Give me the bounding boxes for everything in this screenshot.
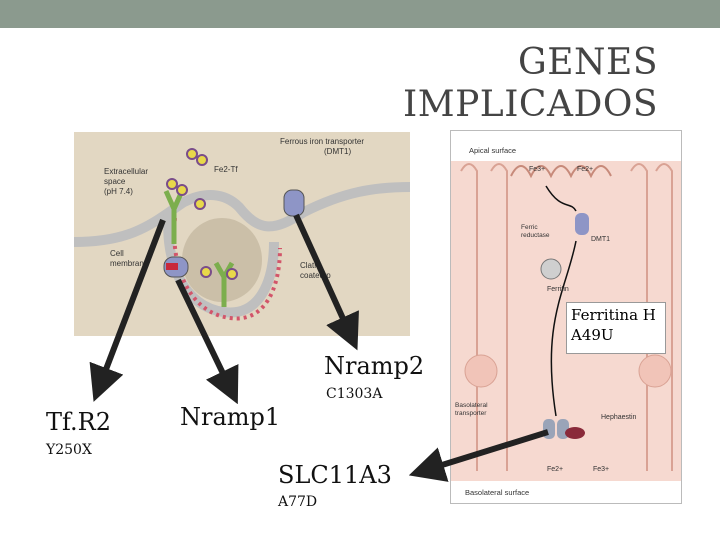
tfr2-label: Tf.R2 (46, 408, 112, 436)
ferritina-line-1: Ferritina H (571, 306, 656, 324)
ferritina-label-box: Ferritina H A49U (566, 302, 666, 354)
arrow-to-nramp2 (293, 213, 359, 351)
clathrin-label-1: Clathr (300, 261, 322, 270)
fe3b-label: Fe3+ (593, 466, 609, 473)
apical-label: Apical surface (469, 146, 516, 155)
basolateral-surface-label: Basolateral surface (465, 488, 529, 497)
extracellular-label-3: (pH 7.4) (104, 187, 133, 196)
nramp2-label: Nramp2 (324, 352, 425, 380)
extracellular-label-2: space (104, 177, 126, 186)
ferric-reductase-label-1: Ferric (521, 224, 538, 231)
title-line-1: GENES (518, 42, 658, 83)
cell-membrane-label-1: Cell (110, 249, 124, 258)
slide-title: GENES IMPLICADOS (398, 42, 658, 126)
slc11a3-mutation: A77D (278, 494, 318, 510)
nramp2-mutation: C1303A (326, 386, 383, 402)
arrow-to-nramp1 (175, 278, 239, 405)
extracellular-label-1: Extracellular (104, 167, 148, 176)
tfr2-mutation: Y250X (46, 442, 92, 458)
transporter-label-2: (DMT1) (324, 147, 351, 156)
ferric-reductase-label-2: reductase (521, 232, 550, 239)
fe2tf-label: Fe2-Tf (214, 165, 238, 174)
arrow-to-slc11a3 (408, 429, 549, 482)
hephaestin-label: Hephaestin (601, 414, 637, 421)
slc11a3-label: SLC11A3 (278, 461, 392, 489)
basolateral-transporter-label-2: transporter (455, 410, 487, 417)
nramp1-label: Nramp1 (180, 403, 281, 431)
ferritin-label: Ferritin (547, 286, 569, 293)
fe3-label: Fe3+ (529, 166, 545, 173)
transporter-label-1: Ferrous iron transporter (280, 137, 364, 146)
fe2b-label: Fe2+ (547, 466, 563, 473)
basolateral-transporter-label-1: Basolateral (455, 402, 488, 409)
arrow-to-tfr2 (89, 218, 166, 402)
ferritina-line-2: A49U (571, 326, 614, 344)
dmt1-label: DMT1 (591, 236, 610, 243)
top-bar (0, 0, 720, 28)
title-line-2: IMPLICADOS (402, 84, 658, 125)
endocytosis-illustration: Extracellular space (pH 7.4) Fe2-Tf Ferr… (74, 137, 410, 321)
clathrin-label-2: coated p (300, 271, 331, 280)
fe2-label: Fe2+ (577, 166, 593, 173)
cell-membrane-label-2: membran (110, 259, 144, 268)
